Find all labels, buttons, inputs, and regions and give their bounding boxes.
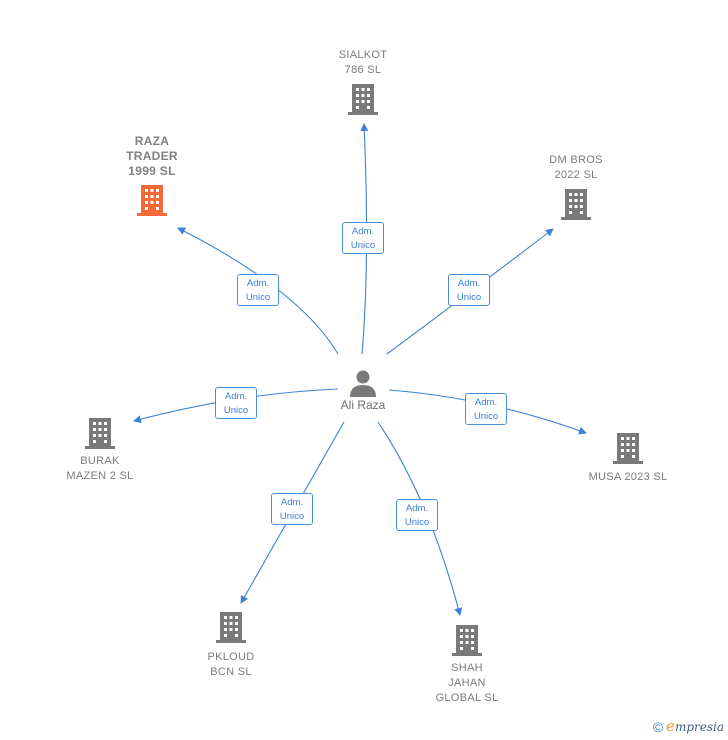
company-musa[interactable]: MUSA 2023 SL [576,431,680,485]
edge-label-line1: Adm. [351,226,375,237]
company-burak[interactable]: BURAK MAZEN 2 SL [54,416,146,484]
company-name: DM BROS 2022 SL [549,154,603,181]
company-name: RAZA TRADER 1999 SL [126,134,178,178]
company-pkloud[interactable]: PKLOUD BCN SL [191,610,271,680]
company-name: SHAH JAHAN GLOBAL SL [435,662,499,704]
company-name: PKLOUD BCN SL [207,651,255,678]
building-icon [561,189,591,220]
building-icon [216,612,246,643]
edge-label-line1: Adm. [224,391,248,402]
edge-label-line1: Adm. [405,503,429,514]
company-raza[interactable]: RAZA TRADER 1999 SL [112,134,192,217]
person-icon [350,370,376,397]
empresia-logo: empresia [666,717,724,736]
edge-label-pkloud[interactable]: Adm. Unico [271,493,313,525]
edge-label-musa[interactable]: Adm. Unico [465,393,507,425]
edge-label-shah[interactable]: Adm. Unico [396,499,438,531]
person-node[interactable]: Ali Raza [333,368,393,412]
company-name: MUSA 2023 SL [588,471,668,483]
edge-label-line2: Unico [473,411,499,422]
edge-label-line1: Adm. [457,278,481,289]
company-shah[interactable]: SHAH JAHAN GLOBAL SL [424,623,510,706]
building-icon [613,433,643,464]
edge-label-line1: Adm. [280,497,304,508]
company-dmbros[interactable]: DM BROS 2022 SL [536,153,616,221]
edge-label-sialkot[interactable]: Adm. Unico [342,222,384,254]
building-icon [85,418,115,449]
company-sialkot[interactable]: SIALKOT 786 SL [323,48,403,116]
edge-label-line1: Adm. [246,278,270,289]
edge-label-burak[interactable]: Adm. Unico [215,387,257,419]
edge-label-line2: Unico [404,517,430,528]
edge-label-raza[interactable]: Adm. Unico [237,274,279,306]
edge-label-line2: Unico [245,292,271,303]
company-name: SIALKOT 786 SL [338,49,388,76]
edge-label-line2: Unico [456,292,482,303]
copyright-icon: © [652,718,664,735]
edge-label-line2: Unico [223,405,249,416]
footer-brand[interactable]: © empresia [653,717,724,736]
building-icon [137,185,167,216]
edge-label-line1: Adm. [474,397,498,408]
brand-rest: mpresia [674,720,724,734]
person-name: Ali Raza [340,398,386,412]
edge-label-line2: Unico [279,511,305,522]
edge-label-line2: Unico [350,240,376,251]
company-name: BURAK MAZEN 2 SL [66,455,134,482]
building-icon [452,625,482,656]
building-icon [348,84,378,115]
brand-initial: e [666,717,675,735]
edge-label-dmbros[interactable]: Adm. Unico [448,274,490,306]
